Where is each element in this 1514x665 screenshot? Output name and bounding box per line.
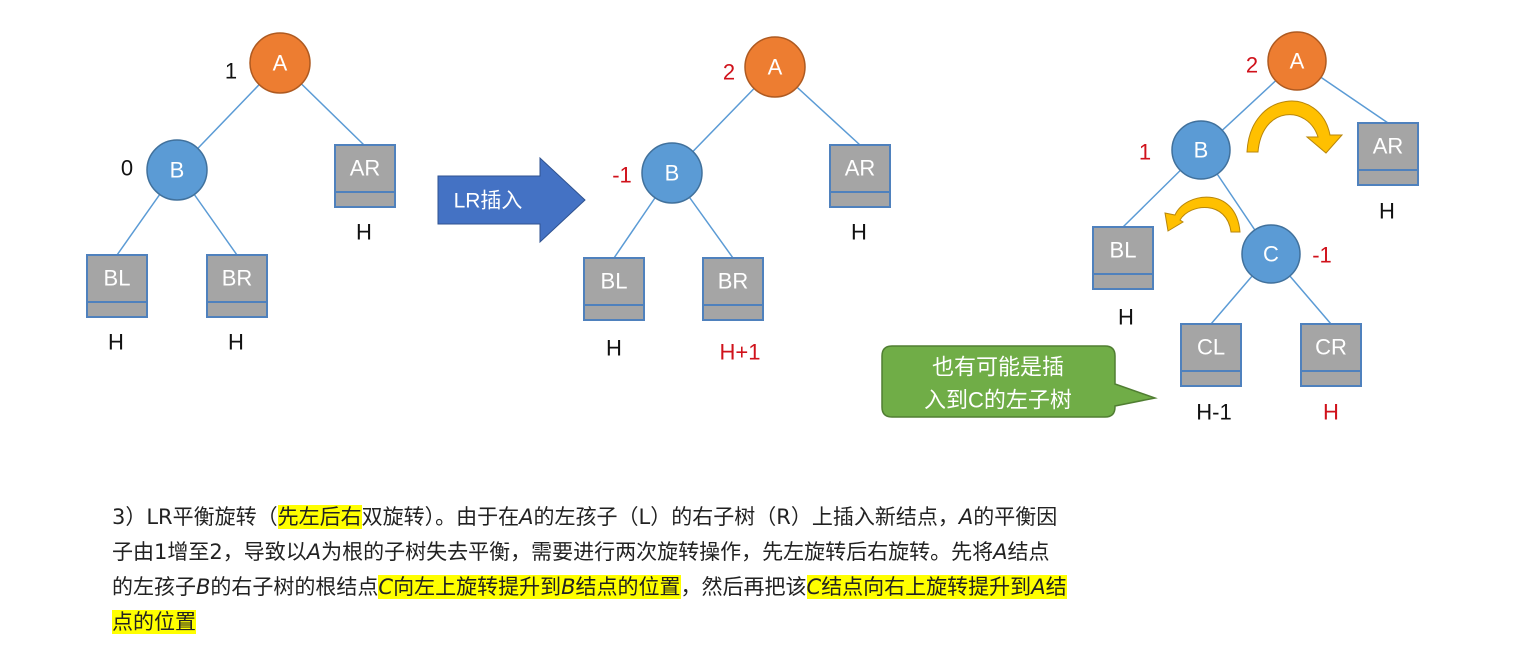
lr-insert-arrow: LR插入	[437, 156, 586, 244]
node-a-label: A	[273, 51, 288, 76]
paragraph-text: A	[519, 505, 534, 529]
subtree-br-height: H	[228, 330, 244, 355]
highlighted-text: 点的位置	[112, 610, 196, 634]
paragraph-text: 为根的子树失去平衡，需要进行两次旋转操作，先左旋转后右旋转。先将	[321, 540, 994, 564]
paragraph-text: 结点	[1007, 540, 1050, 564]
paragraph-line: 3）LR平衡旋转（先左后右双旋转）。由于在A的左孩子（L）的右子树（R）上插入新…	[112, 500, 1472, 535]
subtree-ar-height: H	[356, 220, 372, 245]
rotate-right-arrow-icon	[1246, 100, 1344, 154]
node-b	[146, 139, 208, 201]
node-a-balance: 2	[723, 60, 735, 85]
tree-before-insert: A 1 B 0 AR H BL H BR H	[86, 32, 396, 355]
tree-expanded: A 2 B 1 C -1 AR H BL H CL H-1 CR H	[1092, 31, 1419, 425]
callout-line-2: 入到C的左子树	[924, 388, 1072, 413]
subtree-cl-label: CL	[1197, 335, 1225, 360]
paragraph-text: 的平衡因	[973, 505, 1058, 529]
paragraph-text: A	[306, 540, 322, 564]
paragraph-text: 双旋转）。由于在	[361, 505, 520, 529]
subtree-bl-height: H	[1118, 305, 1134, 330]
node-c-balance: -1	[1312, 243, 1332, 268]
paragraph-text: ，然后再把该	[680, 575, 807, 599]
subtree-ar-height: H	[1379, 199, 1395, 224]
node-a	[744, 36, 806, 98]
callout-line-1: 也有可能是插	[932, 355, 1064, 380]
highlighted-text: 先左后右	[277, 505, 362, 529]
subtree-br-label: BR	[222, 266, 253, 291]
paragraph-text: 的左孩子	[112, 575, 196, 599]
explanation-paragraph: 3）LR平衡旋转（先左后右双旋转）。由于在A的左孩子（L）的右子树（R）上插入新…	[112, 500, 1472, 640]
node-b-balance: 0	[121, 156, 133, 181]
node-b	[1171, 120, 1231, 180]
node-b-label: B	[170, 158, 185, 183]
subtree-bl-label: BL	[601, 269, 628, 294]
node-b	[641, 142, 703, 204]
node-c-label: C	[1263, 242, 1279, 267]
node-a-balance: 2	[1246, 53, 1258, 78]
node-a-balance: 1	[225, 59, 237, 84]
highlighted-text: 结	[1045, 575, 1067, 599]
node-c	[1241, 224, 1301, 284]
highlighted-text: 结点向右上旋转提升到	[821, 575, 1032, 599]
node-b-label: B	[1194, 138, 1209, 163]
paragraph-text: A	[993, 540, 1008, 564]
subtree-cl-height: H-1	[1196, 400, 1231, 425]
node-a-label: A	[1290, 49, 1305, 74]
subtree-bl-label: BL	[1110, 238, 1137, 263]
paragraph-text: 子由1增至2，导致以	[112, 540, 307, 564]
subtree-bl-label: BL	[104, 266, 131, 291]
subtree-br-label: BR	[718, 269, 749, 294]
subtree-ar-label: AR	[1373, 134, 1404, 159]
callout-bubble: 也有可能是插 入到C的左子树	[881, 345, 1158, 418]
node-b-balance: 1	[1139, 140, 1151, 165]
paragraph-text: 的左孩子（L）的右子树（R）上插入新结点，	[533, 505, 959, 529]
highlighted-text: C	[806, 575, 822, 599]
highlighted-text: C	[378, 575, 394, 599]
highlighted-text: A	[1031, 575, 1046, 599]
tree-after-insert: A 2 B -1 AR H BL H BR H+1	[583, 36, 891, 365]
paragraph-text: 的右子树的根结点	[210, 575, 379, 599]
highlighted-text: 向左上旋转提升到	[393, 575, 562, 599]
paragraph-text: 3）LR平衡旋转（	[112, 505, 278, 529]
paragraph-text: A	[958, 505, 974, 529]
paragraph-line: 子由1增至2，导致以A为根的子树失去平衡，需要进行两次旋转操作，先左旋转后右旋转…	[112, 535, 1472, 570]
subtree-cr-label: CR	[1315, 335, 1347, 360]
node-a-label: A	[768, 55, 783, 80]
lr-insert-label: LR插入	[454, 190, 523, 213]
subtree-cr-height: H	[1323, 400, 1339, 425]
node-b-label: B	[665, 161, 680, 186]
node-a	[249, 32, 311, 94]
rotate-left-arrow-icon	[1164, 196, 1241, 233]
node-b-balance: -1	[612, 163, 632, 188]
subtree-bl-height: H	[108, 330, 124, 355]
subtree-br-height: H+1	[720, 340, 761, 365]
subtree-ar-label: AR	[350, 156, 381, 181]
highlighted-text: 结点的位置	[575, 575, 681, 599]
subtree-ar-label: AR	[845, 156, 876, 181]
paragraph-text: B	[196, 575, 211, 599]
paragraph-line: 点的位置	[112, 605, 1472, 640]
node-a	[1267, 31, 1327, 91]
paragraph-line: 的左孩子B的右子树的根结点C向左上旋转提升到B结点的位置，然后再把该C结点向右上…	[112, 570, 1472, 605]
highlighted-text: B	[561, 575, 576, 599]
subtree-bl-height: H	[606, 336, 622, 361]
subtree-ar-height: H	[851, 220, 867, 245]
